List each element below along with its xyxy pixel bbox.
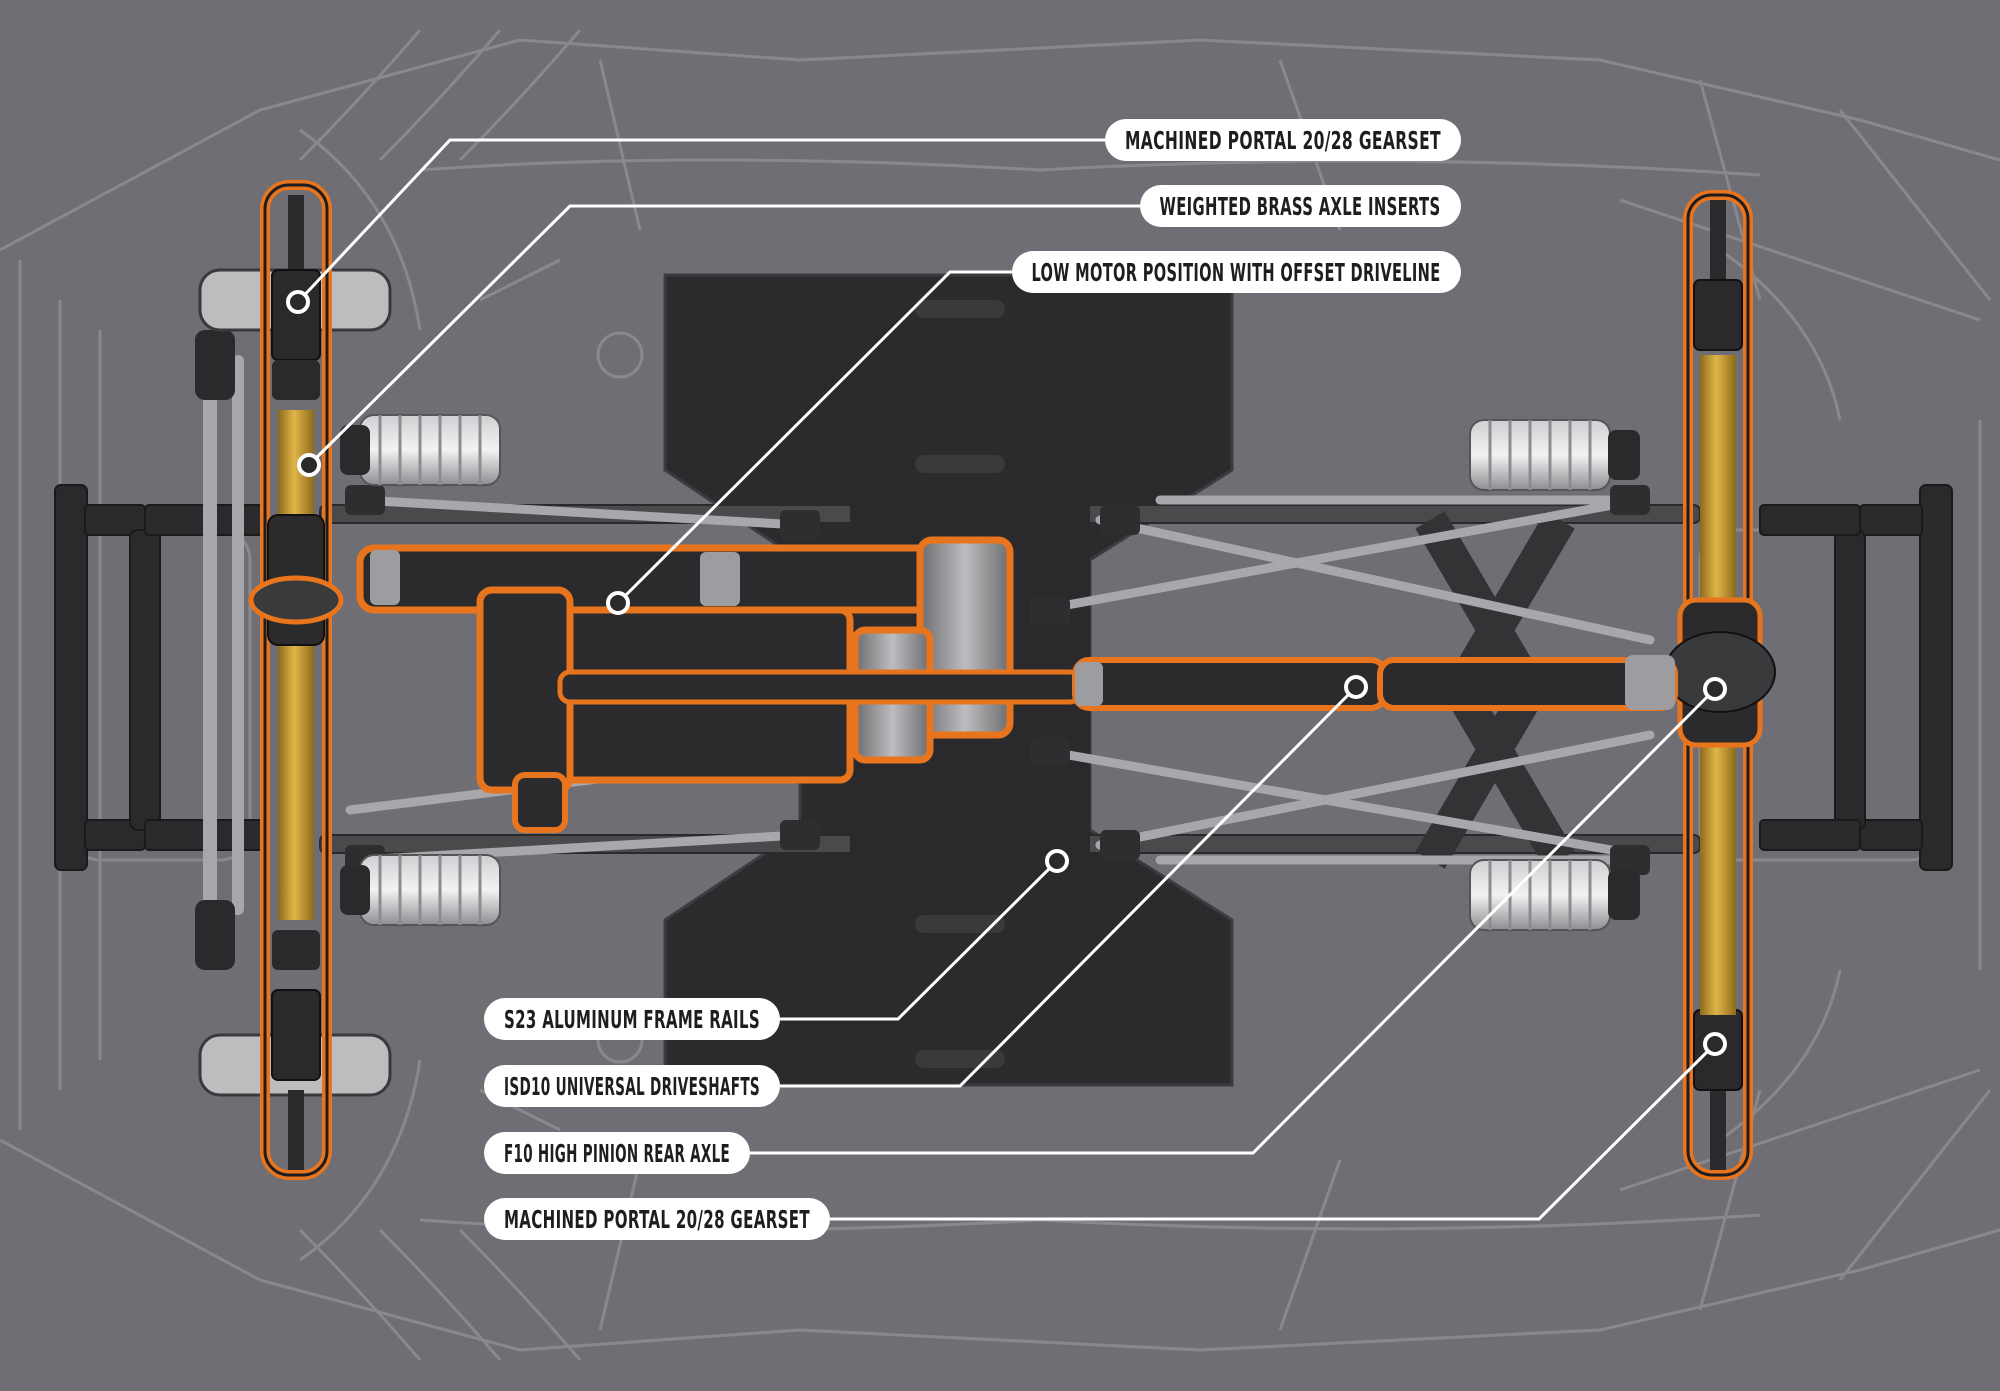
leader-motor-position: [616, 270, 1012, 605]
leader-rear-axle: [750, 687, 1717, 1155]
callout-text-frame-rails: S23 ALUMINUM FRAME RAILS: [504, 1005, 760, 1034]
front-axle: [198, 180, 392, 1180]
callout-text-brass-inserts: WEIGHTED BRASS AXLE INSERTS: [1160, 192, 1441, 221]
ghost-body-outline: [0, 29, 2000, 1361]
marker-rear-axle: [1703, 677, 1727, 701]
leader-portal-rear: [830, 1042, 1717, 1221]
leader-brass-inserts: [307, 204, 1140, 467]
callout-motor-position: LOW MOTOR POSITION WITH OFFSET DRIVELINE: [1012, 251, 1461, 293]
leader-lines: [296, 138, 1717, 1221]
callout-brass-inserts: WEIGHTED BRASS AXLE INSERTS: [1140, 185, 1461, 227]
leader-portal-front: [296, 138, 1105, 304]
suspension-links: [345, 495, 1655, 865]
drivetrain: [356, 536, 1678, 833]
front-bumper: [54, 484, 266, 871]
steering-linkage: [195, 330, 244, 970]
callout-text-rear-axle: F10 HIGH PINION REAR AXLE: [504, 1139, 730, 1168]
callout-portal-rear: MACHINED PORTAL 20/28 GEARSET: [484, 1198, 830, 1240]
marker-portal-front: [286, 290, 310, 314]
link-rod-ends: [345, 485, 1650, 875]
marker-driveshafts: [1344, 675, 1368, 699]
marker-motor-position: [606, 591, 630, 615]
callout-frame-rails: S23 ALUMINUM FRAME RAILS: [484, 998, 780, 1040]
callout-labels: MACHINED PORTAL 20/28 GEARSET WEIGHTED B…: [484, 119, 1461, 1240]
marker-frame-rails: [1045, 849, 1069, 873]
callout-text-driveshafts: ISD10 UNIVERSAL DRIVESHAFTS: [504, 1072, 760, 1101]
leader-frame-rails: [780, 859, 1059, 1021]
shocks: [340, 414, 1640, 931]
callout-rear-axle: F10 HIGH PINION REAR AXLE: [484, 1132, 750, 1174]
callout-portal-front: MACHINED PORTAL 20/28 GEARSET: [1105, 119, 1461, 161]
callout-text-portal-front: MACHINED PORTAL 20/28 GEARSET: [1125, 126, 1441, 155]
callout-markers: [286, 290, 1727, 1056]
callout-text-motor-position: LOW MOTOR POSITION WITH OFFSET DRIVELINE: [1032, 258, 1441, 287]
callout-text-portal-rear: MACHINED PORTAL 20/28 GEARSET: [504, 1205, 810, 1234]
marker-brass-inserts: [297, 453, 321, 477]
callout-driveshafts: ISD10 UNIVERSAL DRIVESHAFTS: [484, 1065, 780, 1107]
leader-driveshafts: [780, 685, 1358, 1088]
rear-bumper: [1759, 484, 1953, 871]
marker-portal-rear: [1703, 1032, 1727, 1056]
